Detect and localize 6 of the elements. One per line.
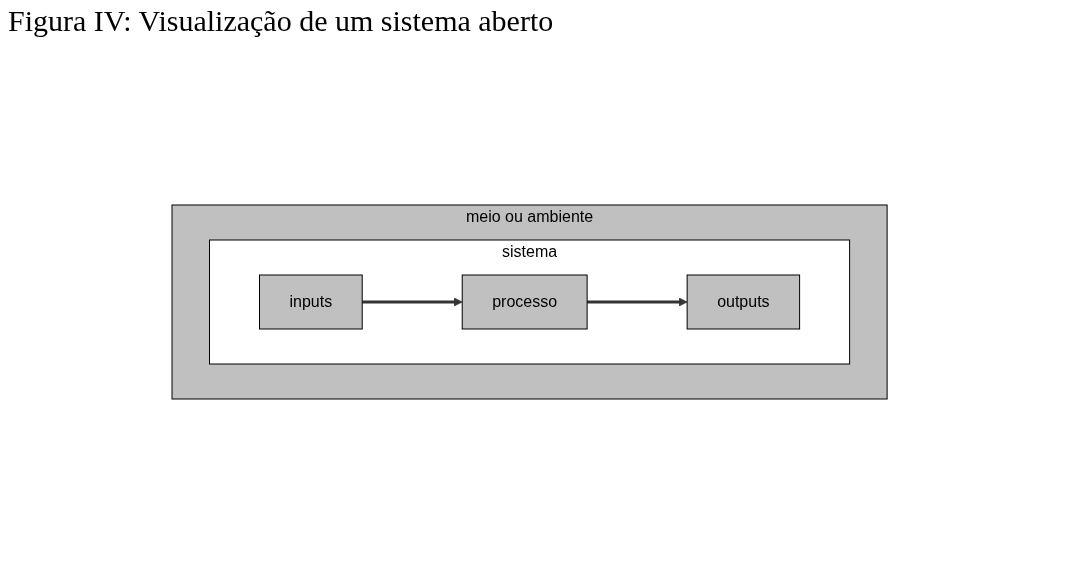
node-box: processo <box>462 274 589 330</box>
node-box: inputs <box>259 274 364 330</box>
figure-title: Figura IV: Visualização de um sistema aberto <box>8 4 554 38</box>
arrow <box>362 297 464 307</box>
node-box: outputs <box>687 274 801 330</box>
arrow <box>587 297 688 307</box>
